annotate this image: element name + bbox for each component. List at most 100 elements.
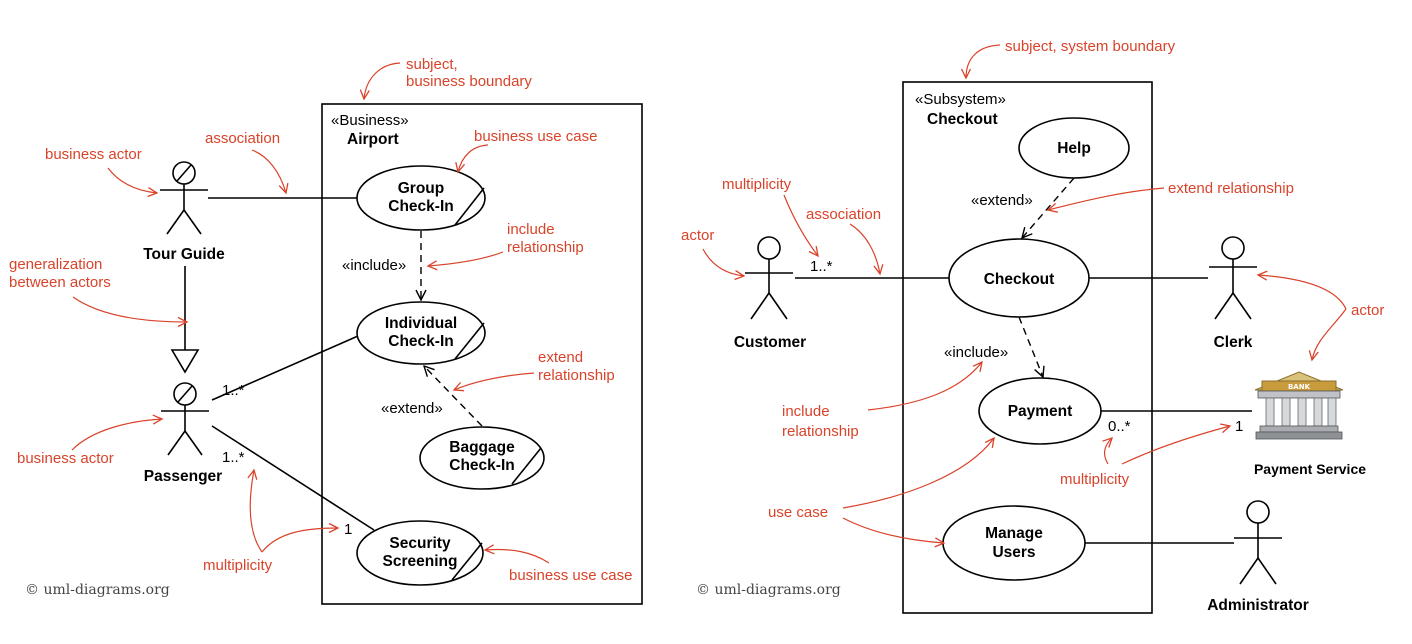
svg-text:business use case: business use case	[474, 128, 597, 145]
svg-text:relationship: relationship	[782, 423, 859, 440]
usecase-group-checkin[interactable]: Group Check-In	[356, 165, 486, 231]
svg-text:Screening: Screening	[383, 553, 458, 570]
copyright-left: © uml-diagrams.org	[25, 582, 170, 598]
extend-stereotype: «extend»	[971, 192, 1033, 209]
svg-text:subject, system boundary: subject, system boundary	[1005, 38, 1176, 55]
svg-text:include: include	[507, 221, 555, 238]
multiplicity-label: 1	[1235, 418, 1243, 435]
svg-text:use case: use case	[768, 504, 828, 521]
usecase-baggage-checkin[interactable]: Baggage Check-In	[419, 426, 545, 490]
annotation-business-actor-bottom: business actor	[17, 414, 164, 467]
include-stereotype: «include»	[342, 257, 406, 274]
include-arrow	[1018, 316, 1043, 377]
business-boundary	[321, 103, 643, 605]
svg-text:Check-In: Check-In	[388, 198, 453, 215]
actor-tour-guide-label: Tour Guide	[143, 246, 225, 263]
svg-text:business use case: business use case	[509, 567, 632, 584]
annotation-association: association	[205, 130, 289, 195]
usecase-payment[interactable]: Payment	[978, 377, 1102, 445]
actor-clerk[interactable]	[1209, 236, 1257, 320]
svg-text:Check-In: Check-In	[449, 457, 514, 474]
svg-text:extend: extend	[538, 349, 583, 366]
actor-clerk-label: Clerk	[1214, 334, 1253, 351]
annotation-subject: subject, business boundary	[359, 56, 532, 101]
multiplicity-label: 1..*	[222, 449, 245, 466]
svg-text:actor: actor	[1351, 302, 1384, 319]
svg-text:Users: Users	[992, 544, 1035, 561]
business-name: Airport	[347, 131, 399, 148]
multiplicity-label: 1	[344, 521, 352, 538]
svg-text:multiplicity: multiplicity	[203, 557, 273, 574]
svg-text:between actors: between actors	[9, 274, 111, 291]
actor-administrator-label: Administrator	[1207, 597, 1309, 614]
actor-passenger-label: Passenger	[144, 468, 222, 485]
svg-text:business actor: business actor	[45, 146, 142, 163]
svg-text:Checkout: Checkout	[984, 271, 1055, 288]
actor-tour-guide[interactable]	[160, 161, 208, 235]
annotation-generalization: generalization between actors	[9, 256, 189, 328]
actor-customer[interactable]	[745, 236, 793, 320]
annotation-extend-relationship: extend relationship	[452, 349, 615, 392]
multiplicity-label: 1..*	[222, 382, 245, 399]
svg-text:Baggage: Baggage	[449, 439, 515, 456]
generalization-triangle	[170, 349, 200, 374]
annotation-extend-relationship: extend relationship	[1046, 180, 1294, 213]
subsystem-name: Checkout	[927, 111, 998, 128]
svg-text:Check-In: Check-In	[388, 333, 453, 350]
copyright-right: © uml-diagrams.org	[696, 582, 841, 598]
usecase-help[interactable]: Help	[1018, 117, 1130, 179]
usecase-individual-checkin[interactable]: Individual Check-In	[356, 301, 486, 365]
annotation-multiplicity-bottom: multiplicity	[1060, 423, 1232, 488]
annotation-business-use-case-bottom: business use case	[483, 544, 632, 584]
svg-text:Manage: Manage	[985, 525, 1043, 542]
annotation-use-case: use case	[768, 436, 995, 548]
business-stereotype: «Business»	[331, 112, 409, 129]
usecase-manage-users[interactable]: Manage Users	[942, 505, 1086, 581]
multiplicity-label: 0..*	[1108, 418, 1131, 435]
svg-text:relationship: relationship	[507, 239, 584, 256]
subsystem-stereotype: «Subsystem»	[915, 91, 1006, 108]
svg-text:multiplicity: multiplicity	[1060, 471, 1130, 488]
svg-text:Group: Group	[398, 180, 445, 197]
annotation-subject: subject, system boundary	[960, 38, 1176, 80]
svg-text:subject,: subject,	[406, 56, 458, 73]
usecase-security-screening[interactable]: Security Screening	[356, 520, 484, 586]
annotation-association: association	[806, 206, 884, 276]
include-stereotype: «include»	[944, 344, 1008, 361]
svg-text:Help: Help	[1057, 140, 1091, 157]
multiplicity-label: 1..*	[810, 258, 833, 275]
annotation-include-relationship: include relationship	[426, 221, 584, 271]
actor-passenger[interactable]	[161, 382, 209, 456]
actor-payment-service-label: Payment Service	[1254, 461, 1366, 477]
svg-text:actor: actor	[681, 227, 714, 244]
annotation-multiplicity: multiplicity	[203, 468, 340, 574]
bank-icon[interactable]: BANK	[1254, 371, 1344, 440]
association-passenger-security	[211, 425, 375, 531]
svg-text:Individual: Individual	[385, 315, 457, 332]
annotation-business-use-case-top: business use case	[455, 128, 597, 174]
svg-text:business actor: business actor	[17, 450, 114, 467]
annotation-include-relationship: include relationship	[782, 360, 983, 440]
usecase-checkout[interactable]: Checkout	[948, 238, 1090, 318]
annotation-actor-left: actor	[681, 227, 746, 281]
svg-text:multiplicity: multiplicity	[722, 176, 792, 193]
svg-text:Security: Security	[389, 535, 451, 552]
svg-text:Payment: Payment	[1008, 403, 1073, 420]
system-diagram: «Subsystem» Checkout Help Checkout Payme…	[681, 38, 1384, 614]
svg-text:extend relationship: extend relationship	[1168, 180, 1294, 197]
svg-text:business boundary: business boundary	[406, 73, 532, 90]
association-passenger-individual	[211, 335, 359, 401]
system-boundary	[902, 81, 1153, 614]
extend-arrow	[424, 366, 483, 427]
business-diagram: «Business» Airport Tour Guide Passenger	[9, 56, 643, 605]
bank-sign: BANK	[1288, 383, 1311, 391]
annotation-multiplicity-top: multiplicity	[722, 176, 819, 258]
annotation-actor-right: actor	[1256, 270, 1384, 362]
svg-text:association: association	[806, 206, 881, 223]
actor-customer-label: Customer	[734, 334, 806, 351]
svg-text:relationship: relationship	[538, 367, 615, 384]
actor-administrator[interactable]	[1234, 500, 1282, 585]
annotation-business-actor-top: business actor	[45, 146, 159, 198]
extend-stereotype: «extend»	[381, 400, 443, 417]
